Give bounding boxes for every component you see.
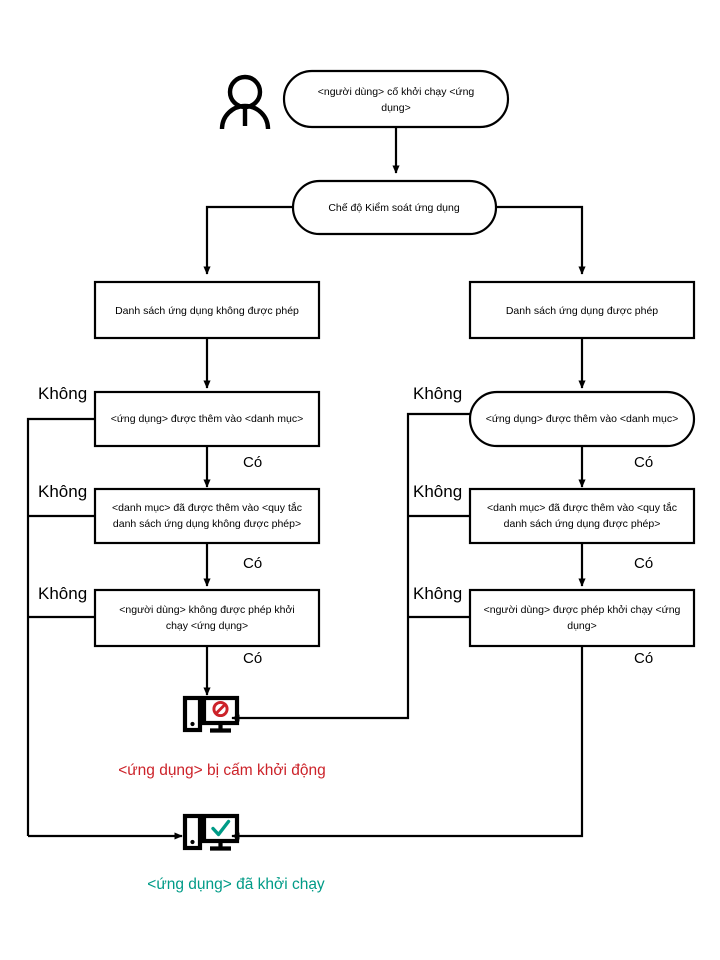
node-deny-q1-label: <ứng dụng> được thêm vào <danh mục> bbox=[111, 413, 304, 425]
edge-label-deny-q3-yes: Có bbox=[243, 650, 262, 667]
node-allow-q2-label-line1: <danh mục> đã được thêm vào <quy tắc bbox=[487, 501, 677, 514]
monitor-check-icon bbox=[182, 813, 240, 851]
node-start-label-line2: dụng> bbox=[381, 102, 411, 114]
edge-allow-q1-no bbox=[231, 412, 470, 722]
edge-label-allow-q2-no: Không bbox=[413, 482, 462, 501]
edge-label-allow-q1-yes: Có bbox=[634, 454, 653, 471]
edge-deny-q1-no bbox=[26, 417, 95, 836]
edge-allow-q3-yes bbox=[231, 646, 584, 840]
monitor-blocked-icon bbox=[182, 695, 240, 733]
node-denylist-label: Danh sách ứng dụng không được phép bbox=[115, 305, 299, 317]
node-deny-q2-label-line1: <danh mục> đã được thêm vào <quy tắc bbox=[112, 501, 302, 514]
node-allow-q2: <danh mục> đã được thêm vào <quy tắc dan… bbox=[468, 487, 696, 545]
node-mode: Chế độ Kiểm soát ứng dụng bbox=[291, 179, 498, 236]
node-deny-q3-label-line2: chạy <ứng dụng> bbox=[166, 620, 248, 632]
node-allowlist-label: Danh sách ứng dụng được phép bbox=[506, 305, 658, 317]
edge-label-allow-q1-no: Không bbox=[413, 384, 462, 403]
node-deny-q3: <người dùng> không được phép khởi chạy <… bbox=[93, 588, 321, 648]
node-allow-q1: <ứng dụng> được thêm vào <danh mục> bbox=[468, 390, 696, 448]
node-allow-q3: <người dùng> được phép khởi chạy <ứng dụ… bbox=[468, 588, 696, 648]
node-start-label-line1: <người dùng> cố khởi chạy <ứng bbox=[318, 86, 475, 98]
user-icon bbox=[219, 74, 271, 130]
node-start: <người dùng> cố khởi chạy <ứng dụng> bbox=[282, 69, 510, 129]
node-allow-q3-label-line1: <người dùng> được phép khởi chạy <ứng bbox=[484, 604, 681, 616]
edge-label-deny-q1-yes: Có bbox=[243, 454, 262, 471]
edge-label-allow-q3-yes: Có bbox=[634, 650, 653, 667]
node-allow-q3-label-line2: dụng> bbox=[567, 620, 597, 632]
node-deny-q2: <danh mục> đã được thêm vào <quy tắc dan… bbox=[93, 487, 321, 545]
node-deny-q3-label-line1: <người dùng> không được phép khởi bbox=[119, 604, 294, 616]
node-deny-q1: <ứng dụng> được thêm vào <danh mục> bbox=[93, 390, 321, 448]
edge-label-allow-q3-no: Không bbox=[413, 584, 462, 603]
terminal-started-label: <ứng dụng> đã khởi chạy bbox=[147, 876, 325, 893]
edge-label-allow-q2-yes: Có bbox=[634, 555, 653, 572]
edge-mode-to-denylist bbox=[203, 205, 293, 275]
edge-label-deny-q2-no: Không bbox=[38, 482, 87, 501]
edge-label-deny-q3-no: Không bbox=[38, 584, 87, 603]
terminal-blocked-label: <ứng dụng> bị cấm khởi động bbox=[118, 762, 326, 779]
node-allowlist: Danh sách ứng dụng được phép bbox=[468, 280, 696, 340]
node-deny-q2-label-line2: danh sách ứng dụng không được phép> bbox=[113, 518, 301, 530]
node-denylist: Danh sách ứng dụng không được phép bbox=[93, 280, 321, 340]
edge-mode-to-allowlist bbox=[496, 205, 586, 275]
edge-label-deny-q1-no: Không bbox=[38, 384, 87, 403]
node-allow-q1-label: <ứng dụng> được thêm vào <danh mục> bbox=[486, 413, 679, 425]
edge-label-deny-q2-yes: Có bbox=[243, 555, 262, 572]
node-mode-label: Chế độ Kiểm soát ứng dụng bbox=[328, 202, 460, 214]
node-allow-q2-label-line2: danh sách ứng dụng được phép> bbox=[504, 518, 661, 530]
